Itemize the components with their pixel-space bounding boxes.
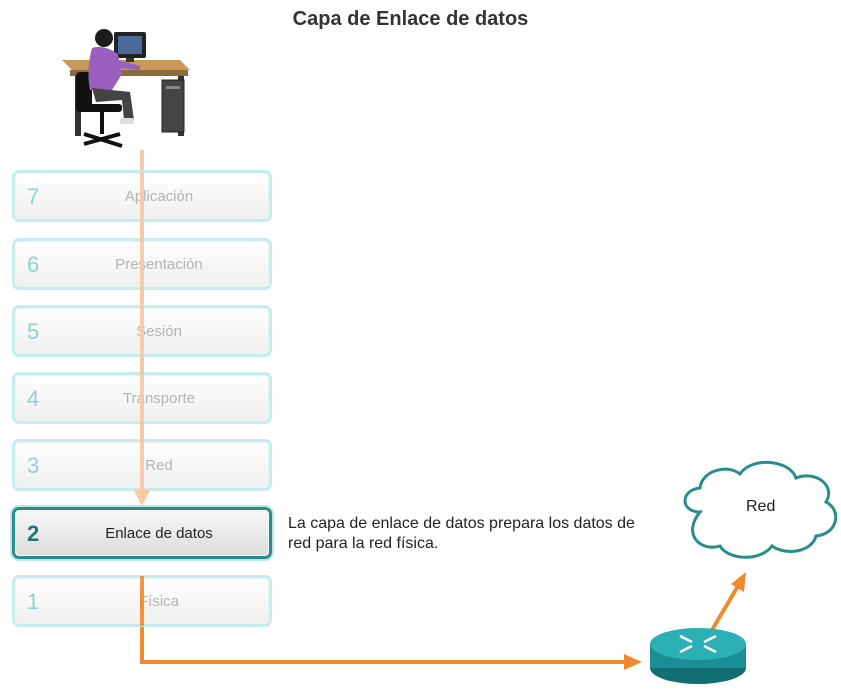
layer-label: Red [145,457,173,474]
computer-user-icon [62,29,190,148]
layer-number: 1 [27,589,40,614]
layer-number: 2 [27,521,40,546]
layer-4-transporte[interactable]: 4 Transporte [12,372,272,424]
layer-description: La capa de enlace de datos prepara los d… [288,515,635,552]
cloud-icon [683,460,838,559]
layer-2-enlace-de-datos[interactable]: 2 Enlace de datos [12,507,272,559]
layer-number: 4 [27,386,40,411]
layer-number: 7 [27,184,40,209]
layer-number: 5 [27,319,40,344]
page-title: Capa de Enlace de datos [292,8,529,30]
layer-1-fisica[interactable]: 1 Física [12,575,272,627]
layer-6-presentacion[interactable]: 6 Presentación [12,238,272,290]
layer-5-sesion[interactable]: 5 Sesión [12,305,272,357]
layer-label: Aplicación [124,188,194,205]
layer-3-red[interactable]: 3 Red [12,439,272,491]
layer-number: 3 [27,453,40,478]
layer-label: Transporte [123,390,195,407]
layer-label: Sesión [136,323,182,340]
layer-label: Enlace de datos [105,525,213,542]
layer-label: Física [138,593,179,610]
layer-label: Presentación [115,256,203,273]
layer-7-aplicacion[interactable]: 7 Aplicación [12,170,272,222]
layer-number: 6 [27,252,40,277]
cloud-label: Red [746,498,776,515]
router-icon [650,628,746,684]
